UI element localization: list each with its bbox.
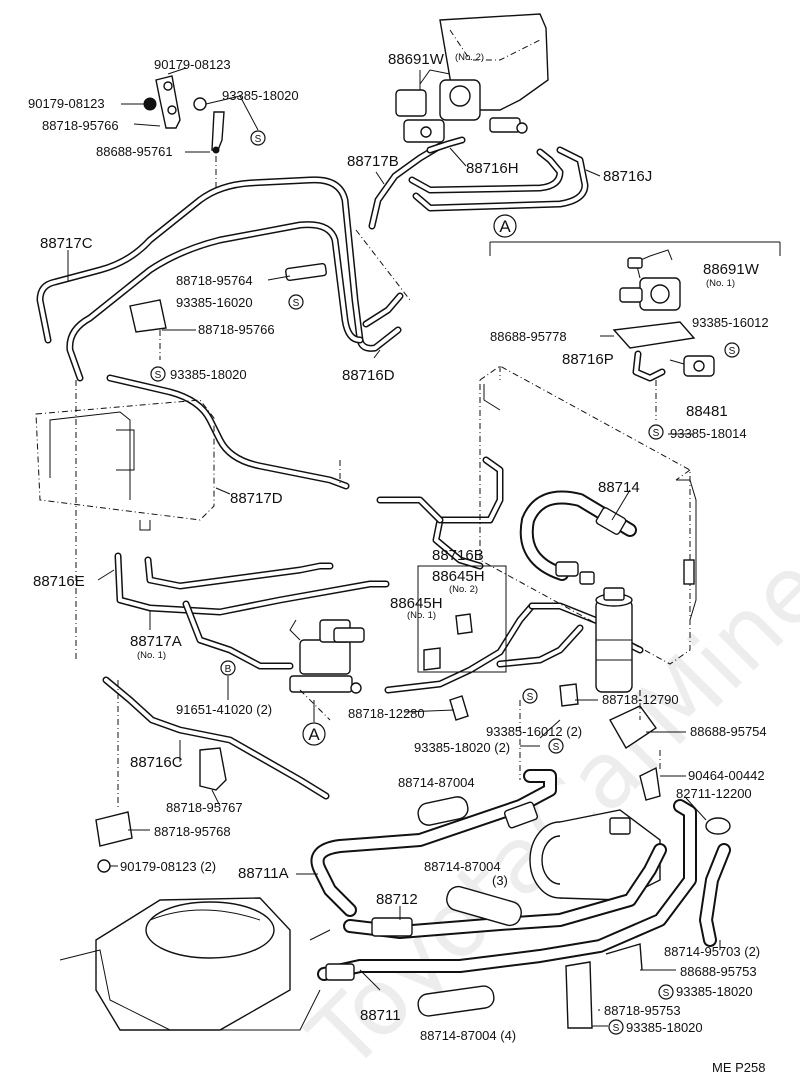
- label-88688-95753: 88688-95753: [680, 964, 757, 979]
- label-88718-95753: 88718-95753: [604, 1003, 681, 1018]
- condenser-outline: [479, 365, 697, 665]
- label-88716D: 88716D: [342, 367, 395, 384]
- label-93385-18020-top: 93385-18020: [222, 88, 299, 103]
- refrigerant-lines: [36, 136, 666, 800]
- label-93385-18020-c: 93385-18020: [676, 984, 753, 999]
- fastener-markers: S S S S S B S S S S: [150, 130, 740, 1035]
- solenoid-valve-no2-assembly: [395, 13, 549, 143]
- marker-s: S: [255, 134, 262, 145]
- hose-sleeves: [417, 796, 731, 1017]
- marker-s: S: [293, 298, 300, 309]
- label-93385-18020-d: 93385-18020: [626, 1020, 703, 1035]
- label-88718-12280: 88718-12280: [348, 706, 425, 721]
- marker-s: S: [729, 346, 736, 357]
- expansion-valve-block: [289, 619, 365, 694]
- group-box-88645H: [417, 565, 507, 673]
- receiver-drier: [595, 587, 633, 693]
- label-88714-87004-a: 88714-87004: [398, 775, 475, 790]
- label-90179-08123-top: 90179-08123: [154, 57, 231, 72]
- label-88691W-no1-sub: (No. 1): [706, 278, 735, 289]
- label-93385-16020: 93385-16020: [176, 295, 253, 310]
- clamps: [95, 262, 661, 1029]
- marker-s: S: [155, 370, 162, 381]
- page-code: ME P258: [712, 1060, 765, 1075]
- label-88714-95703: 88714-95703 (2): [664, 944, 760, 959]
- label-88691W-no2: 88691W: [388, 51, 445, 68]
- label-88714-87004-b-sub: (3): [492, 873, 508, 888]
- marker-s: S: [613, 1023, 620, 1034]
- label-88717D: 88717D: [230, 490, 283, 507]
- label-88711: 88711: [360, 1007, 401, 1024]
- bracket-assembly-top-left: [121, 67, 259, 154]
- label-88716B: 88716B: [432, 547, 484, 564]
- label-88716H: 88716H: [466, 160, 519, 177]
- label-93385-18020-bottom: 93385-18020 (2): [414, 740, 510, 755]
- label-88717A: 88717A: [130, 633, 182, 650]
- label-88645H-no2: 88645H: [432, 568, 485, 585]
- label-88716E: 88716E: [33, 573, 85, 590]
- label-88717A-sub: (No. 1): [137, 650, 166, 661]
- section-a-bracket: A A: [302, 214, 781, 746]
- label-88691W-no2-sub: (No. 2): [455, 52, 484, 63]
- label-88645H-no1: 88645H: [390, 595, 443, 612]
- label-93385-16012-right: 93385-16012: [692, 315, 769, 330]
- evaporator-unit-outline: [35, 399, 215, 531]
- label-88712: 88712: [376, 891, 418, 908]
- label-88688-95754: 88688-95754: [690, 724, 767, 739]
- label-88691W-no1: 88691W: [703, 261, 760, 278]
- blower-unit: [59, 897, 331, 1031]
- marker-s: S: [663, 988, 670, 999]
- solenoid-valve-no1: [612, 249, 715, 377]
- label-93385-16012-bottom: 93385-16012 (2): [486, 724, 582, 739]
- label-88688-95778: 88688-95778: [490, 329, 567, 344]
- marker-s: S: [653, 428, 660, 439]
- flex-hose-88714: [519, 490, 637, 585]
- label-93385-18014: 93385-18014: [670, 426, 747, 441]
- label-88714-87004-b: 88714-87004: [424, 859, 501, 874]
- section-marker-a-top: A: [499, 217, 511, 236]
- label-88718-95764: 88718-95764: [176, 273, 253, 288]
- label-88716J: 88716J: [603, 168, 652, 185]
- label-88717B: 88717B: [347, 153, 399, 170]
- label-88716C: 88716C: [130, 754, 183, 771]
- part-labels: 90179-08123 90179-08123 93385-18020 8871…: [28, 51, 769, 1075]
- label-88718-95768: 88718-95768: [154, 824, 231, 839]
- label-88714: 88714: [598, 479, 640, 496]
- label-88718-95767: 88718-95767: [166, 800, 243, 815]
- guide-lines: [75, 156, 661, 810]
- label-88717C: 88717C: [40, 235, 93, 252]
- leader-lines: [67, 70, 721, 1027]
- label-88481: 88481: [686, 403, 728, 420]
- label-88718-95766-top: 88718-95766: [42, 118, 119, 133]
- label-82711-12200: 82711-12200: [676, 786, 752, 801]
- label-88711A: 88711A: [238, 865, 289, 882]
- label-91651-41020: 91651-41020 (2): [176, 702, 272, 717]
- label-88718-12790: 88718-12790: [602, 692, 679, 707]
- label-88688-95761: 88688-95761: [96, 144, 173, 159]
- label-88645H-no1-sub: (No. 1): [407, 610, 436, 621]
- label-90179-08123-bottom: 90179-08123 (2): [120, 859, 216, 874]
- section-marker-a-bottom: A: [308, 725, 320, 744]
- label-88714-87004-c: 88714-87004 (4): [420, 1028, 516, 1043]
- marker-s: S: [527, 692, 534, 703]
- label-88716P: 88716P: [562, 351, 614, 368]
- label-93385-18020-mid: 93385-18020: [170, 367, 247, 382]
- label-90464-00442: 90464-00442: [688, 768, 765, 783]
- label-88645H-no2-sub: (No. 2): [449, 584, 478, 595]
- discharge-suction-lines: [310, 769, 697, 981]
- marker-s: S: [553, 742, 560, 753]
- label-90179-08123-left: 90179-08123: [28, 96, 105, 111]
- marker-b: B: [225, 664, 232, 675]
- label-88718-95766-mid: 88718-95766: [198, 322, 275, 337]
